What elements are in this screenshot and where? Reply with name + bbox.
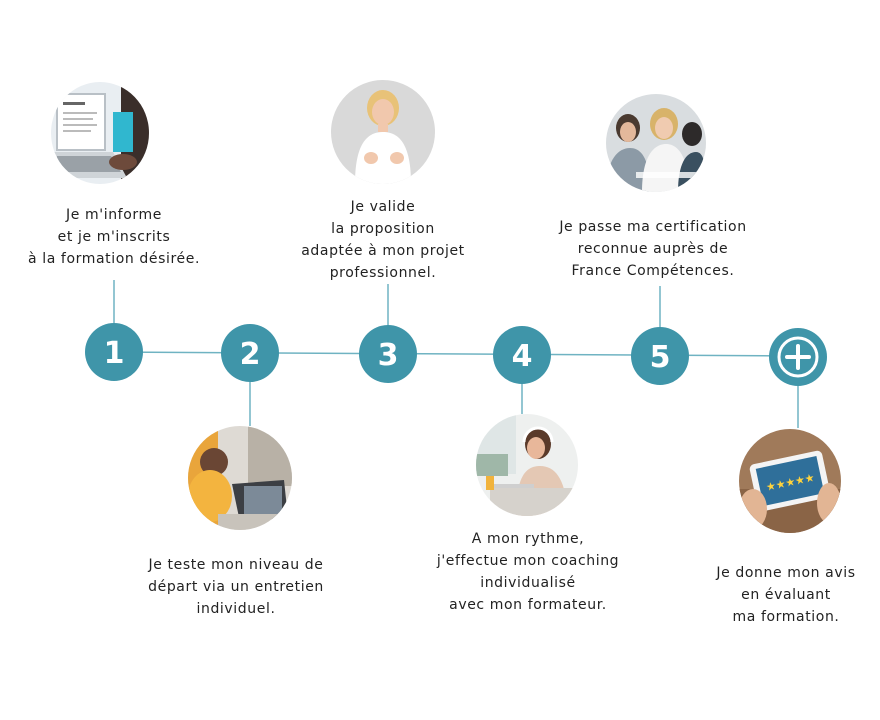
- step-4-line-1: A mon rythme,: [471, 531, 585, 547]
- step-4-line-2: j'effectue mon coaching: [436, 553, 620, 569]
- step-1-line-1: Je m'informe: [66, 207, 162, 223]
- step-3-line-1: Je valide: [350, 199, 416, 215]
- step-6-line-2: en évaluant: [741, 587, 831, 603]
- step-number-3: 3: [378, 338, 399, 373]
- step-6-text: Je donne mon avis en évaluant ma formati…: [716, 562, 855, 628]
- step-3-line-2: la proposition: [331, 221, 435, 237]
- step-1-line-2: et je m'inscrits: [57, 229, 171, 245]
- step-5-line-2: reconnue auprès de: [577, 241, 729, 257]
- thumbs-up-woman-photo: [331, 80, 435, 184]
- rating-tablet-photo: ★★★★★: [739, 429, 841, 533]
- step-number-1: 1: [104, 336, 125, 371]
- timeline-line: [113, 351, 799, 357]
- video-call-photo: [188, 426, 292, 530]
- step-3-text: Je valide la proposition adaptée à mon p…: [301, 196, 465, 284]
- step-number-2: 2: [240, 337, 261, 372]
- step-number-5: 5: [650, 340, 671, 375]
- step-1-text: Je m'informe et je m'inscrits à la forma…: [28, 204, 200, 270]
- step-node-3: 3: [359, 325, 417, 383]
- step-2-line-2: départ via un entretien: [148, 579, 324, 595]
- step-2-line-1: Je teste mon niveau de: [148, 557, 324, 573]
- laptop-registration-photo: [51, 82, 149, 184]
- step-5-line-1: Je passe ma certification: [559, 219, 747, 235]
- step-node-4: 4: [493, 326, 551, 384]
- step-6-line-3: ma formation.: [732, 609, 840, 625]
- step-3-line-4: professionnel.: [329, 265, 437, 281]
- step-2-line-3: individuel.: [196, 601, 276, 617]
- step-number-4: 4: [512, 339, 533, 374]
- step-6-line-1: Je donne mon avis: [716, 565, 856, 581]
- step-4-line-4: avec mon formateur.: [449, 597, 607, 613]
- step-5-text: Je passe ma certification reconnue auprè…: [559, 216, 746, 282]
- headphones-coaching-photo: [476, 414, 578, 516]
- step-5-line-3: France Compétences.: [571, 263, 735, 279]
- step-node-1: 1: [85, 323, 143, 381]
- step-node-2: 2: [221, 324, 279, 382]
- step-1-line-3: à la formation désirée.: [27, 251, 201, 267]
- step-node-5: 5: [631, 327, 689, 385]
- step-2-text: Je teste mon niveau de départ via un ent…: [148, 554, 324, 620]
- exam-classroom-photo: [606, 94, 706, 192]
- step-4-text: A mon rythme, j'effectue mon coaching in…: [437, 528, 619, 616]
- plus-icon: [777, 336, 819, 378]
- step-3-line-3: adaptée à mon projet: [301, 243, 465, 259]
- step-4-line-3: individualisé: [480, 575, 576, 591]
- step-node-6: [769, 328, 827, 386]
